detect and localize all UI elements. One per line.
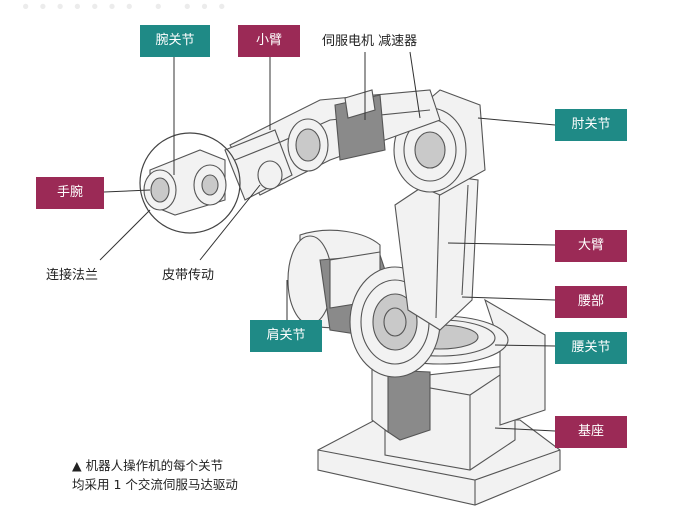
- caption-note: ▲ 机器人操作机的每个关节 均采用 1 个交流伺服马达驱动: [72, 456, 238, 494]
- watermark: ∙∙∙∙∙∙∙ ∙ ∙∙∙: [20, 0, 234, 17]
- label-shoulder-joint: 肩关节: [250, 320, 322, 352]
- label-waist-joint: 腰关节: [555, 332, 627, 364]
- label-waist: 腰部: [555, 286, 627, 318]
- label-wrist: 手腕: [36, 177, 104, 209]
- caption-line-2: 均采用 1 个交流伺服马达驱动: [72, 477, 238, 492]
- leader-lines: [99, 51, 556, 432]
- label-servo-reducer: 伺服电机 减速器: [322, 34, 418, 49]
- label-elbow-joint: 肘关节: [555, 109, 627, 141]
- label-base: 基座: [555, 416, 627, 448]
- label-wrist-joint: 腕关节: [140, 25, 210, 57]
- label-flange: 连接法兰: [46, 268, 99, 283]
- label-forearm: 小臂: [238, 25, 300, 57]
- caption-line-1: ▲ 机器人操作机的每个关节: [72, 458, 224, 473]
- label-upper-arm: 大臂: [555, 230, 627, 262]
- label-belt-drive: 皮带传动: [162, 268, 215, 283]
- wrist-detail-circle: [139, 132, 241, 234]
- waist-motor: [384, 369, 431, 441]
